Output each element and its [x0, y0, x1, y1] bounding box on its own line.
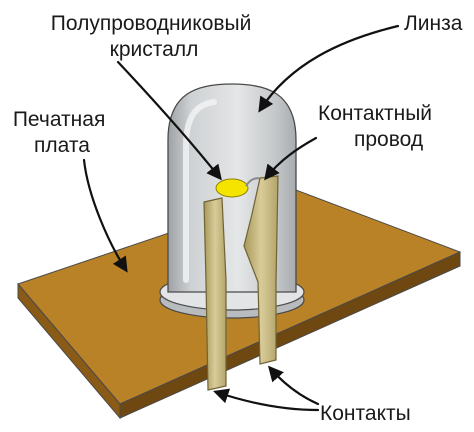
led-lead-right [243, 175, 279, 365]
label-contacts: Контакты [320, 402, 411, 425]
arrow-lens [258, 24, 400, 113]
pcb-board-side [119, 251, 461, 419]
label-semiconductor-crystal: Полупроводниковый кристалл [51, 12, 257, 61]
arrow-contact-wire [264, 136, 318, 181]
led-lead-left [203, 197, 227, 391]
arrow-contacts-right [267, 365, 320, 406]
arrow-crystal [116, 60, 222, 181]
label-pcb: Печатная плата [13, 108, 111, 157]
arrow-contacts-left [213, 388, 320, 412]
label-lens: Линза [404, 12, 463, 35]
label-contact-wire: Контактный провод [318, 102, 438, 151]
arrow-pcb [82, 158, 128, 273]
semiconductor-crystal [215, 178, 249, 198]
